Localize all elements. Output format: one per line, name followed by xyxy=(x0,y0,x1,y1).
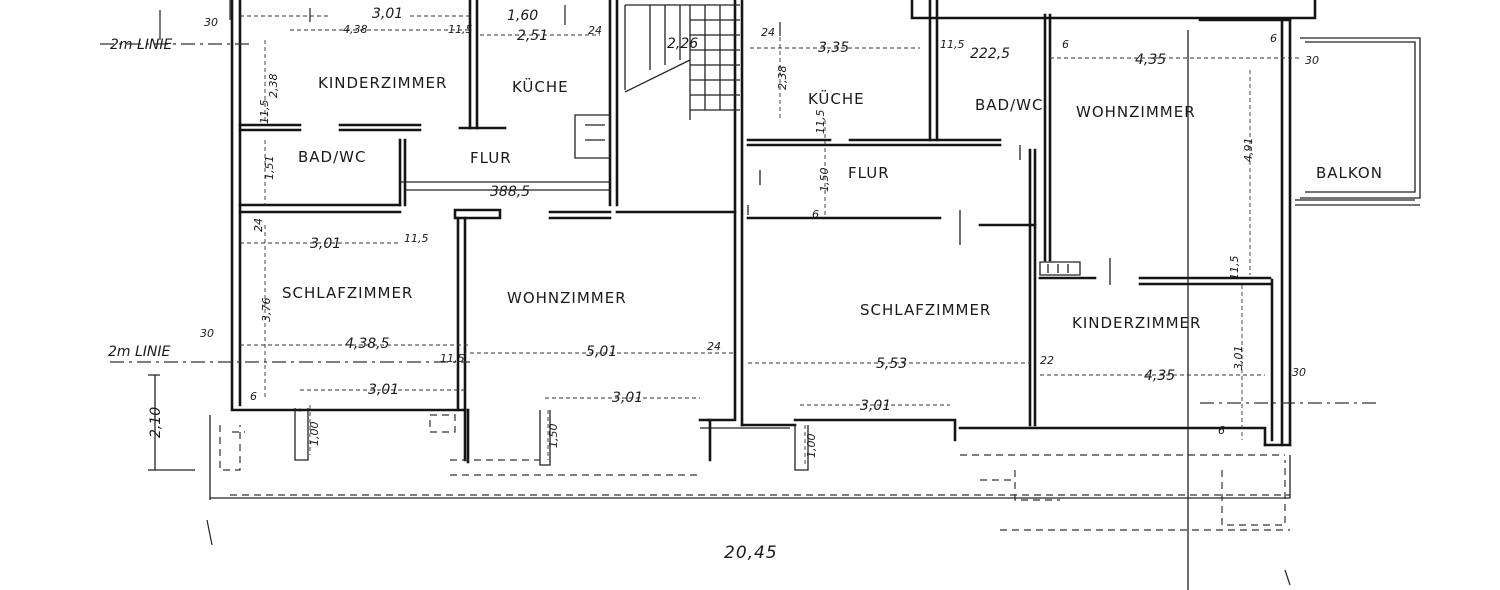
dim-label: 3,35 xyxy=(818,40,849,56)
dim-label: 1,00 xyxy=(805,434,818,459)
room-label-kinderzimmer-left: KINDERZIMMER xyxy=(318,74,447,92)
room-label-wohnzimmer-right: WOHNZIMMER xyxy=(1076,103,1196,121)
dim-label: 5,53 xyxy=(876,356,907,372)
room-label-kueche-left: KÜCHE xyxy=(512,77,569,96)
dim-label: 11,5 xyxy=(814,110,827,135)
dimension-labels: 30 3,01 4,38 11,5 1,60 2,51 24 2,26 24 2… xyxy=(148,6,1319,563)
room-label-flur-left: FLUR xyxy=(470,149,512,167)
dim-label: 3,01 xyxy=(1232,346,1245,371)
interior-walls-left xyxy=(238,0,737,412)
annotations: 2m LINIE 2m LINIE xyxy=(108,37,173,360)
dim-label: 24 xyxy=(588,24,602,37)
dim-label: 1,50 xyxy=(818,168,831,193)
dim-label: 24 xyxy=(252,218,265,232)
dim-label: 2,51 xyxy=(517,28,548,44)
room-label-balkon: BALKON xyxy=(1316,164,1383,182)
dim-label: 388,5 xyxy=(490,184,530,200)
annotation-2m-linie-top: 2m LINIE xyxy=(110,37,173,53)
dim-label: 5,01 xyxy=(586,344,617,360)
room-label-schlafzimmer-left: SCHLAFZIMMER xyxy=(282,284,413,302)
dim-label: 1,60 xyxy=(507,8,538,24)
dim-label: 24 xyxy=(707,340,721,353)
dim-label: 3,01 xyxy=(310,236,341,252)
dim-label: 3,01 xyxy=(368,382,399,398)
dim-label: 24 xyxy=(761,26,775,39)
dim-label: 1,50 xyxy=(547,424,560,449)
room-label-bad-left: BAD/WC xyxy=(298,148,366,166)
dim-label: 4,35 xyxy=(1135,52,1166,68)
fixtures xyxy=(219,114,1111,471)
dim-label: 6 xyxy=(250,390,257,403)
dim-label: 3,01 xyxy=(612,390,643,406)
dim-label: 6 xyxy=(1270,32,1277,45)
two-meter-lines xyxy=(100,43,1380,404)
annotation-2m-linie-mid: 2m LINIE xyxy=(108,344,171,360)
dim-label: 4,38,5 xyxy=(345,336,390,352)
room-label-bad-right: BAD/WC xyxy=(975,96,1043,114)
dim-label: 30 xyxy=(204,16,218,29)
outer-walls xyxy=(230,0,1317,464)
dim-label: 222,5 xyxy=(970,46,1010,62)
dim-label: 6 xyxy=(812,208,819,221)
dim-label: 11,5 xyxy=(1228,256,1241,281)
room-label-wohnzimmer-left: WOHNZIMMER xyxy=(507,289,627,307)
dim-label: 11,5 xyxy=(404,232,429,245)
interior-walls-right xyxy=(746,0,1274,442)
dim-label: 2,38 xyxy=(776,66,789,91)
room-label-kueche-right: KÜCHE xyxy=(808,89,865,108)
dimension-lines xyxy=(148,0,1300,586)
room-label-schlafzimmer-right: SCHLAFZIMMER xyxy=(860,301,991,319)
dim-label: 11,5 xyxy=(440,352,465,365)
staircase xyxy=(624,4,740,120)
dim-label: 11,5 xyxy=(448,23,473,36)
balcony xyxy=(1295,37,1421,206)
dim-label: 30 xyxy=(1292,366,1306,379)
dim-label: 1,51 xyxy=(263,156,276,181)
dim-label-total-width: 20,45 xyxy=(724,543,778,563)
dim-label: 3,01 xyxy=(860,398,891,414)
dim-label: 2,10 xyxy=(148,407,164,438)
dim-label: 22 xyxy=(1040,354,1054,367)
dim-label: 4,38 xyxy=(343,23,368,36)
dim-label: 3,01 xyxy=(372,6,403,22)
dim-label: 30 xyxy=(200,327,214,340)
dim-label: 2,26 xyxy=(667,36,698,52)
windows xyxy=(294,408,809,471)
dim-label: 3,76 xyxy=(260,298,273,323)
lower-outline xyxy=(209,30,1291,590)
dim-label: 30 xyxy=(1305,54,1319,67)
dim-label: 11,5 xyxy=(258,100,271,125)
dim-label: 11,5 xyxy=(940,38,965,51)
dim-label: 6 xyxy=(1062,38,1069,51)
room-labels: KINDERZIMMER KÜCHE BAD/WC FLUR SCHLAFZIM… xyxy=(282,74,1383,332)
dim-label: 4,91 xyxy=(1242,138,1255,163)
room-label-kinderzimmer-right: KINDERZIMMER xyxy=(1072,314,1201,332)
dim-label: 2,38 xyxy=(267,74,280,99)
dim-label: 4,35 xyxy=(1144,368,1175,384)
dim-label: 1,00 xyxy=(308,422,321,447)
room-label-flur-right: FLUR xyxy=(848,164,890,182)
dim-label: 6 xyxy=(1218,424,1225,437)
